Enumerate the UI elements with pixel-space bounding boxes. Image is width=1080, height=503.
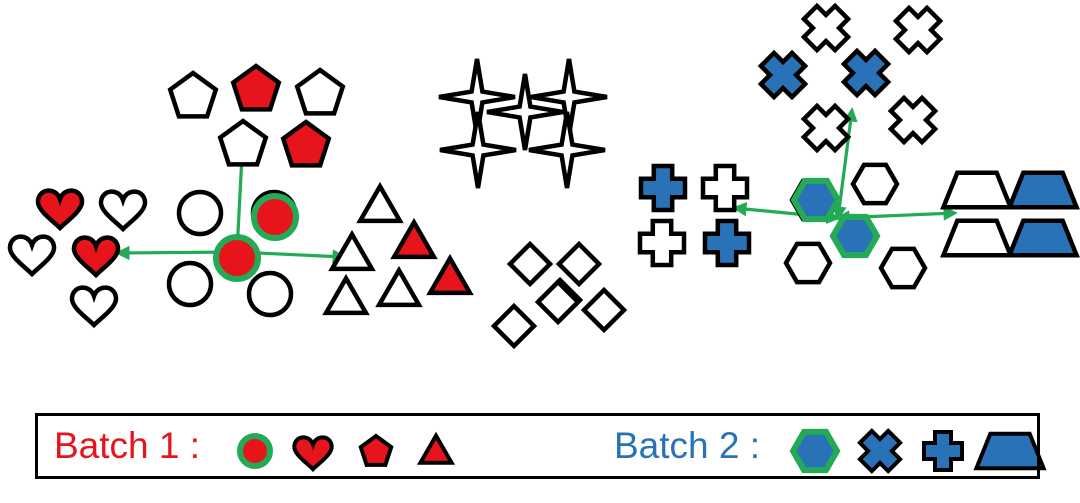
four-point-star-empty-shape [439, 111, 517, 189]
plus-cross-empty-shape [637, 218, 687, 268]
diamond-empty-shape [490, 302, 538, 350]
plus-cross-icon [922, 430, 964, 472]
x-cross-icon [857, 428, 903, 474]
shapes-layer [7, 2, 1080, 350]
four-point-star-empty-shape [528, 111, 606, 189]
hexagon-empty-shape [878, 246, 928, 290]
cluster-pentagons [167, 63, 346, 168]
triangle-empty-shape [356, 181, 404, 224]
hexagon-filled-shape [790, 177, 842, 223]
cluster-x-crosses [757, 2, 944, 154]
heart-filled-shape [35, 188, 85, 232]
heart-empty-shape [98, 189, 148, 233]
cluster-hexagons [783, 162, 928, 290]
hexagon-empty-shape [783, 241, 833, 285]
legend-label-batch-2: Batch 2 : [614, 425, 761, 466]
x-cross-empty-shape [887, 94, 939, 146]
circle-empty-shape [246, 270, 294, 318]
circle-filled-shape [251, 193, 299, 241]
plus-cross-filled-shape [702, 218, 752, 268]
heart-empty-shape [69, 285, 119, 329]
circle-empty-shape [166, 260, 214, 308]
triangle-filled-shape [390, 217, 438, 260]
diamond-empty-shape [555, 240, 603, 288]
cluster-circles [166, 189, 299, 318]
trapezoid-filled-shape [1006, 170, 1080, 210]
hexagon-empty-shape [850, 162, 900, 206]
pentagon-icon [358, 433, 394, 467]
hexagon-filled-shape [829, 213, 881, 259]
triangle-filled-shape [426, 253, 474, 296]
pentagon-filled-shape [230, 63, 282, 112]
diamond-empty-shape [580, 286, 628, 334]
trapezoid-empty-shape [940, 218, 1014, 258]
legend-icons-layer [237, 428, 1047, 474]
cluster-stars [438, 58, 608, 189]
hexagon-icon [789, 428, 841, 474]
trapezoid-empty-shape [940, 170, 1014, 210]
heart-empty-shape [7, 234, 57, 278]
pentagon-empty-shape [167, 70, 219, 119]
triangle-empty-shape [375, 265, 423, 308]
trapezoid-icon [973, 431, 1047, 471]
pentagon-filled-shape [280, 119, 332, 168]
circle-icon [237, 433, 273, 469]
cluster-diamonds [490, 240, 628, 350]
trapezoid-filled-shape [1006, 218, 1080, 258]
triangle-empty-shape [322, 273, 370, 316]
diamond-empty-shape [506, 240, 554, 288]
four-point-star-empty-shape [486, 73, 564, 151]
circle-filled-shape [213, 234, 261, 282]
cluster-triangles [322, 181, 474, 316]
cluster-hearts [7, 188, 148, 329]
triangle-icon [416, 431, 456, 465]
heart-icon [292, 435, 334, 472]
plus-cross-empty-shape [700, 163, 750, 213]
x-cross-empty-shape [892, 4, 944, 56]
plus-cross-filled-shape [638, 163, 688, 213]
x-cross-filled-shape [840, 47, 892, 99]
x-cross-filled-shape [757, 49, 809, 101]
cluster-trapezoids [940, 170, 1080, 258]
legend-label-batch-1: Batch 1 : [54, 425, 201, 466]
pentagon-empty-shape [217, 118, 269, 167]
pentagon-empty-shape [294, 67, 346, 116]
cluster-plus-crosses [637, 163, 752, 268]
triangle-empty-shape [328, 229, 376, 272]
x-cross-empty-shape [800, 102, 852, 154]
x-cross-empty-shape [800, 2, 852, 54]
diamond-empty-shape [534, 278, 582, 326]
heart-filled-shape [71, 235, 121, 279]
circle-empty-shape [176, 189, 224, 237]
legend-box [35, 413, 1040, 479]
